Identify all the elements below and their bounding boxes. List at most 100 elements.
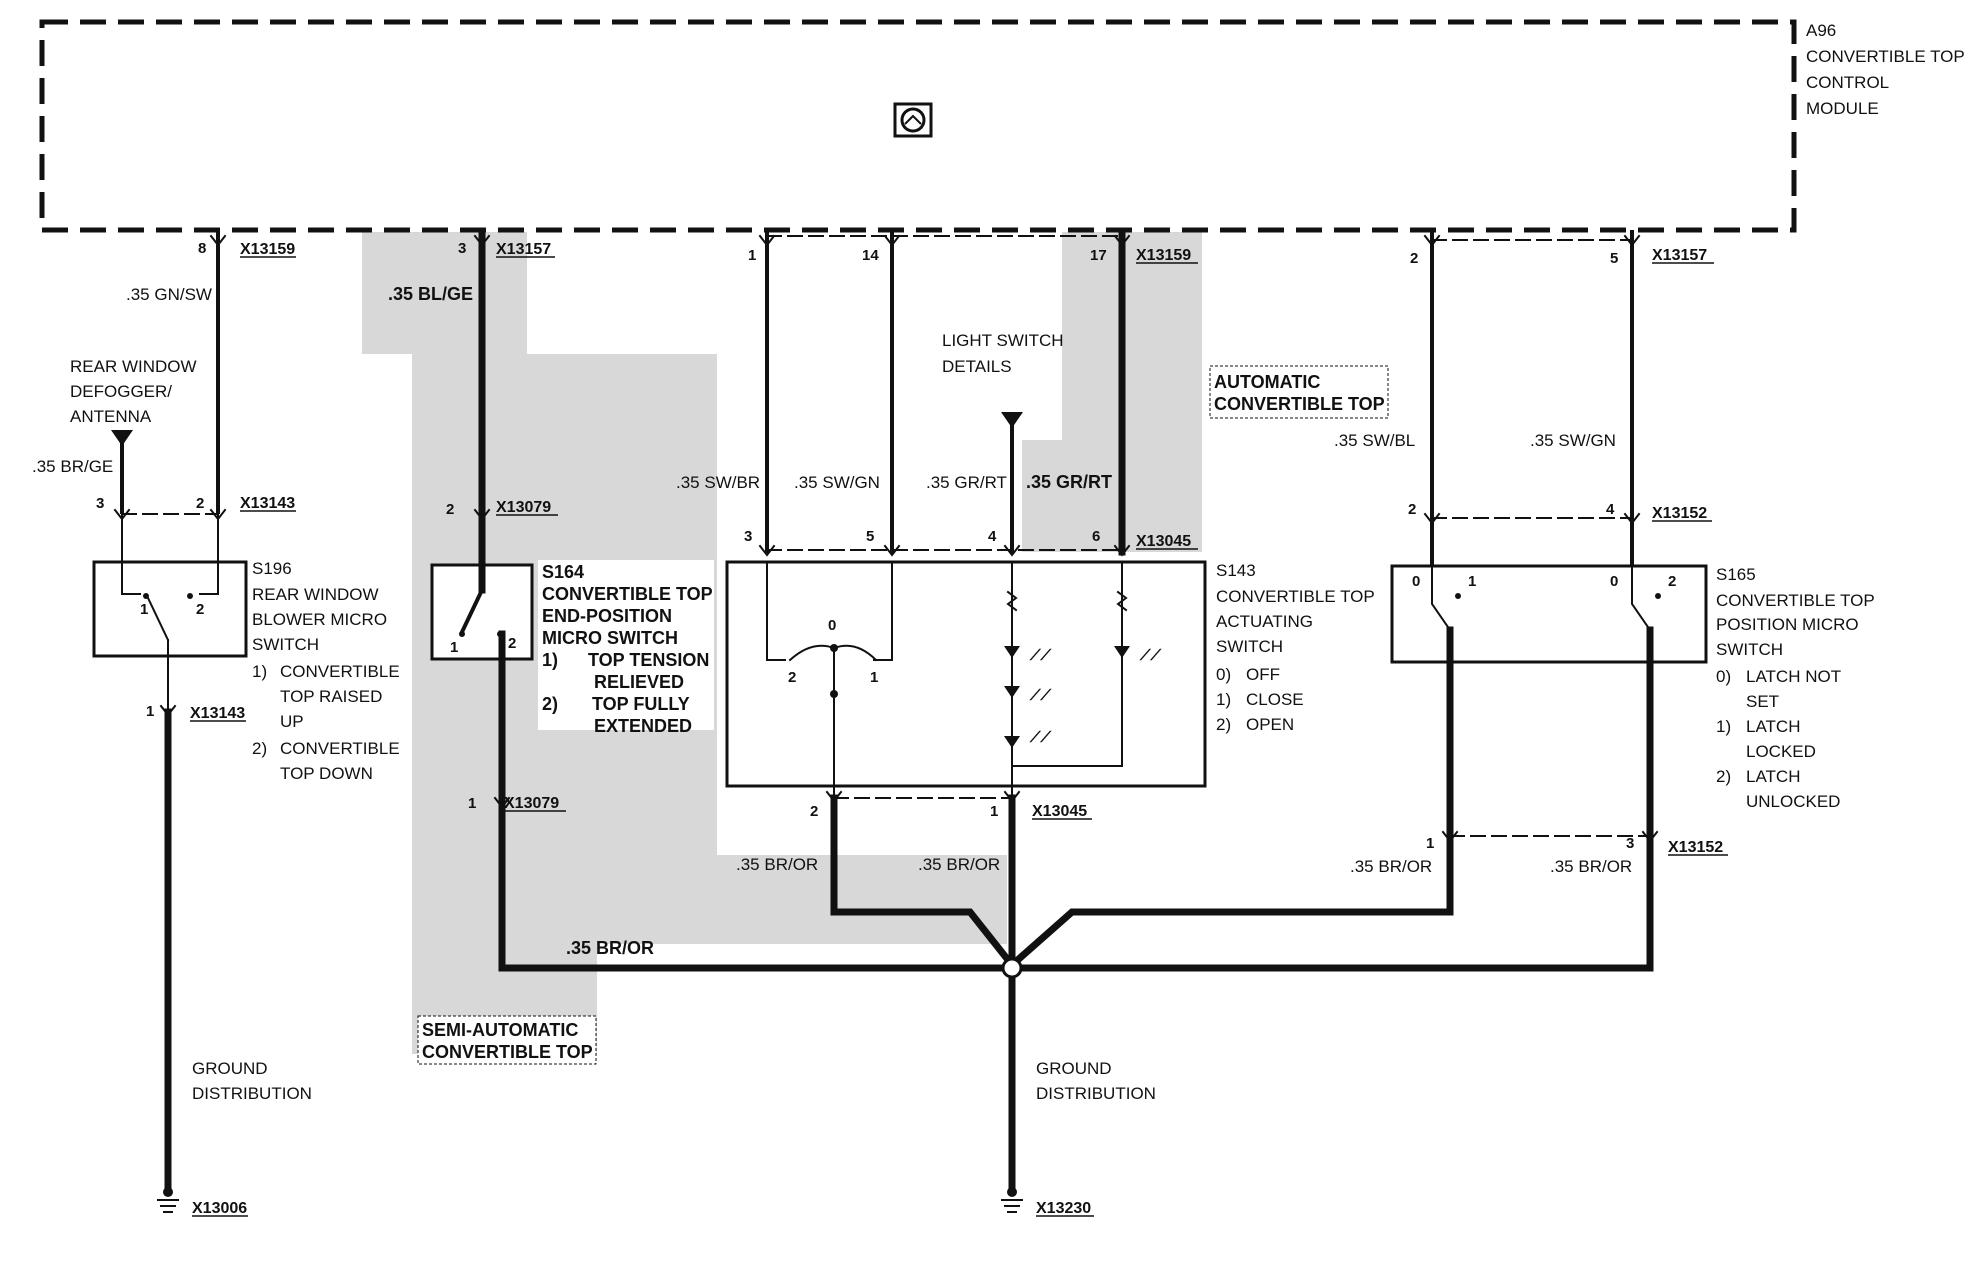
svg-text:CLOSE: CLOSE [1246, 690, 1304, 709]
pin-number: 2 [788, 669, 796, 686]
svg-text:1): 1) [1716, 717, 1731, 736]
pin-number: 1 [990, 803, 998, 820]
svg-text:⟋⟋: ⟋⟋ [1029, 687, 1053, 704]
ground-label: GROUND [1036, 1059, 1112, 1078]
svg-text:2): 2) [1216, 715, 1231, 734]
svg-text:SWITCH: SWITCH [1216, 637, 1283, 656]
svg-text:2): 2) [542, 694, 558, 714]
svg-text:OFF: OFF [1246, 665, 1280, 684]
svg-text:S164: S164 [542, 562, 584, 582]
semi-top-label: CONVERTIBLE TOP [422, 1042, 593, 1062]
pin-number: 0 [1610, 573, 1618, 590]
svg-text:CONVERTIBLE: CONVERTIBLE [280, 739, 400, 758]
svg-text:1): 1) [542, 650, 558, 670]
svg-text:⟋⟋: ⟋⟋ [1139, 647, 1163, 664]
module-id: A96 [1806, 21, 1836, 40]
svg-text:OPEN: OPEN [1246, 715, 1294, 734]
svg-text:SWITCH: SWITCH [252, 635, 319, 654]
pin-number: 1 [1426, 835, 1434, 852]
connector-label: X13230 [1036, 1200, 1091, 1217]
pin-number: 2 [196, 495, 204, 512]
pin-number: 5 [866, 528, 874, 545]
svg-text:2): 2) [1716, 767, 1731, 786]
svg-text:SWITCH: SWITCH [1716, 640, 1783, 659]
auto-top-label: AUTOMATIC [1214, 372, 1320, 392]
svg-text:S143: S143 [1216, 561, 1256, 580]
connector-label: X13159 [1136, 247, 1191, 264]
svg-text:BLOWER MICRO: BLOWER MICRO [252, 610, 387, 629]
connector-label: X13152 [1668, 839, 1723, 856]
pin-number: 2 [508, 635, 516, 652]
s143-branch: ⟋⟋ ⟋⟋ ⟋⟋ ⟋⟋ [725, 228, 1207, 1213]
svg-text:TOP RAISED: TOP RAISED [280, 687, 382, 706]
pin-number: 4 [988, 528, 997, 545]
s143-switch-box [725, 560, 1207, 788]
svg-text:POSITION MICRO: POSITION MICRO [1716, 615, 1859, 634]
svg-text:LOCKED: LOCKED [1746, 742, 1816, 761]
wire-color-label: .35 GR/RT [1026, 472, 1112, 492]
svg-text:UNLOCKED: UNLOCKED [1746, 792, 1840, 811]
connector-label: X13157 [496, 241, 551, 258]
connector-label: X13045 [1032, 803, 1087, 820]
svg-text:CONVERTIBLE TOP: CONVERTIBLE TOP [1716, 591, 1875, 610]
svg-text:LATCH: LATCH [1746, 767, 1800, 786]
s164-description: S164 CONVERTIBLE TOP END-POSITION MICRO … [542, 562, 713, 736]
wire-color-label: .35 SW/GN [1530, 431, 1616, 450]
svg-text:END-POSITION: END-POSITION [542, 606, 672, 626]
pin-number: 8 [198, 240, 206, 257]
svg-text:SET: SET [1746, 692, 1779, 711]
connector-label: X13143 [240, 495, 295, 512]
wire-color-label: .35 GN/SW [126, 285, 212, 304]
wire-color-label: .35 GR/RT [926, 473, 1007, 492]
auto-top-label-frame [1209, 365, 1389, 419]
ground-bus [498, 961, 1016, 972]
pin-number: 2 [1668, 573, 1676, 590]
connector-label: X13079 [504, 795, 559, 812]
connector-label: X13157 [1652, 247, 1707, 264]
semi-top-label: SEMI-AUTOMATIC [422, 1020, 578, 1040]
wire-color-label: .35 BR/OR [918, 855, 1000, 874]
module-name-line3: MODULE [1806, 99, 1879, 118]
svg-text:⟋⟋: ⟋⟋ [1029, 647, 1053, 664]
pin-number: 1 [146, 703, 154, 720]
wire-color-label: .35 SW/GN [794, 473, 880, 492]
pin-number: 14 [862, 247, 879, 264]
svg-text:0): 0) [1716, 667, 1731, 686]
pin-number: 2 [446, 501, 454, 518]
s143-description: S143 CONVERTIBLE TOP ACTUATING SWITCH 0)… [1216, 561, 1375, 734]
wire-color-label: .35 BR/OR [566, 938, 654, 958]
s196-switch-box [92, 560, 248, 658]
connector-label: X13159 [240, 241, 295, 258]
control-module-box [39, 19, 1797, 233]
svg-text:S196: S196 [252, 559, 292, 578]
pin-number: 1 [468, 795, 476, 812]
pin-number: 4 [1606, 501, 1615, 518]
pin-number: 2 [1410, 250, 1418, 267]
pin-number: 1 [1468, 573, 1476, 590]
svg-text:RELIEVED: RELIEVED [594, 672, 684, 692]
connector-label: X13006 [192, 1200, 247, 1217]
wire-color-label: .35 BR/OR [1550, 857, 1632, 876]
light-led-icon: ⟋⟋ ⟋⟋ ⟋⟋ ⟋⟋ [1004, 590, 1163, 748]
pin-number: 1 [748, 247, 756, 264]
pin-number: 3 [744, 528, 752, 545]
svg-text:CONVERTIBLE: CONVERTIBLE [280, 662, 400, 681]
rear-window-label: ANTENNA [70, 407, 152, 426]
ground-label: DISTRIBUTION [1036, 1084, 1156, 1103]
pin-number: 0 [828, 617, 836, 634]
module-name-line2: CONTROL [1806, 73, 1889, 92]
s164-branch [430, 228, 534, 969]
wire-color-label: .35 BR/OR [1350, 857, 1432, 876]
pin-number: 6 [1092, 528, 1100, 545]
connector-label: X13079 [496, 499, 551, 516]
s165-branch [1007, 230, 1708, 972]
svg-text:CONVERTIBLE TOP: CONVERTIBLE TOP [542, 584, 713, 604]
light-switch-label: DETAILS [942, 357, 1012, 376]
pin-number: 1 [450, 639, 458, 656]
ground-splice [1001, 957, 1023, 979]
wire-color-label: .35 BL/GE [388, 284, 473, 304]
connector-label: X13152 [1652, 505, 1707, 522]
s165-description: S165 CONVERTIBLE TOP POSITION MICRO SWIT… [1716, 565, 1875, 811]
svg-text:LATCH NOT: LATCH NOT [1746, 667, 1841, 686]
